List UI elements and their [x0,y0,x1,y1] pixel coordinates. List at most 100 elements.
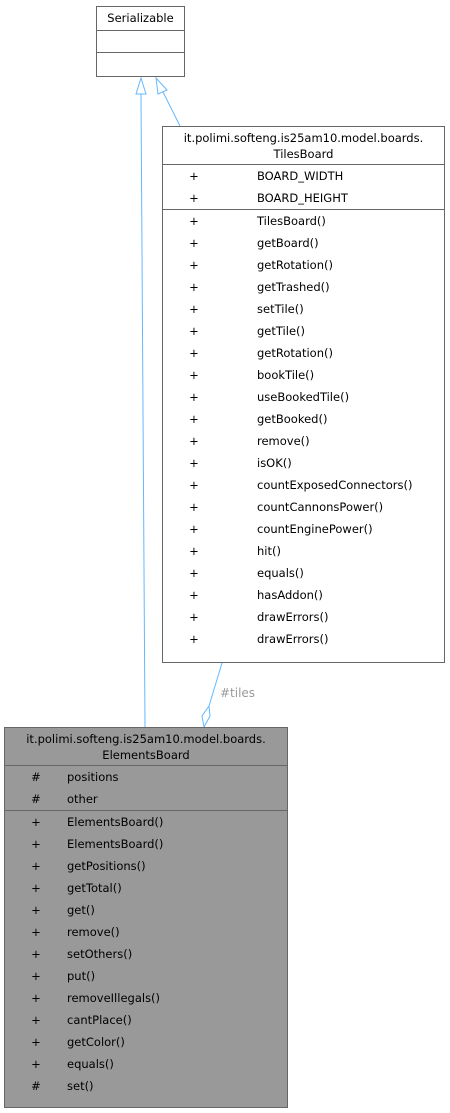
attributes-section [97,30,184,52]
method-row[interactable]: +drawErrors() [163,606,444,628]
method-row[interactable]: #set() [5,1075,287,1097]
visibility-marker: + [189,610,199,624]
method-name: drawErrors() [257,632,329,646]
attributes-section: #positions#other [5,765,287,810]
attribute-row[interactable]: #positions [5,766,287,788]
method-row[interactable]: + bookTile() [163,364,444,386]
visibility-marker: + [189,280,199,294]
method-row[interactable]: +getTrashed() [163,276,444,298]
method-row[interactable]: + setTile() [163,298,444,320]
visibility-marker: + [189,346,199,360]
method-row[interactable]: +getTotal() [5,877,287,899]
method-row[interactable]: + cantPlace() [5,1009,287,1031]
class-package: it.polimi.softeng.is25am10.model.boards. [183,131,424,145]
method-row[interactable]: +get() [5,899,287,921]
class-name: Serializable [107,11,174,25]
method-row[interactable]: + hit() [163,540,444,562]
visibility-marker: + [189,544,199,558]
method-row[interactable]: +put() [5,965,287,987]
attribute-name: BOARD_WIDTH [257,169,344,183]
tiles-board-class[interactable]: it.polimi.softeng.is25am10.model.boards.… [162,126,445,663]
visibility-marker: + [189,434,199,448]
class-package: it.polimi.softeng.is25am10.model.boards. [26,732,266,746]
method-row[interactable]: + countExposedConnectors() [163,474,444,496]
association-label: #tiles [220,686,256,700]
method-row[interactable]: +equals() [163,562,444,584]
method-name: getBoard() [257,236,319,250]
method-name: useBookedTile() [257,390,350,404]
method-row[interactable]: +remove() [5,921,287,943]
method-name: bookTile() [257,368,315,382]
method-row[interactable]: +hasAddon() [163,584,444,606]
visibility-marker: + [189,191,199,205]
visibility-marker: + [189,368,199,382]
method-row[interactable]: +countEnginePower() [163,518,444,540]
method-name: countExposedConnectors() [257,478,413,492]
visibility-marker: + [189,632,199,646]
methods-section [97,52,184,74]
method-name: getRotation() [257,258,333,272]
class-title: TilesBoard [273,147,334,161]
methods-section: +TilesBoard()+getBoard()+getRotation()+g… [163,209,444,650]
visibility-marker: # [31,770,41,784]
visibility-marker: + [189,302,199,316]
aggregation-diamond [201,704,211,729]
visibility-marker: + [31,969,41,983]
attribute-row[interactable]: + BOARD_WIDTH [163,165,444,187]
method-row[interactable]: +TilesBoard() [163,210,444,232]
elements-board-class[interactable]: it.polimi.softeng.is25am10.model.boards.… [4,727,288,1108]
method-name: setOthers() [67,947,133,961]
method-row[interactable]: +getColor() [5,1031,287,1053]
visibility-marker: + [189,412,199,426]
method-row[interactable]: +getPositions() [5,855,287,877]
method-row[interactable]: +ElementsBoard() [5,833,287,855]
method-row[interactable]: +getTile() [163,320,444,342]
method-name: cantPlace() [67,1013,132,1027]
visibility-marker: + [31,991,41,1005]
attribute-row[interactable]: #other [5,788,287,810]
method-name: ElementsBoard() [67,815,164,829]
method-name: remove() [257,434,310,448]
method-name: removeIllegals() [67,991,161,1005]
visibility-marker: + [189,500,199,514]
method-row[interactable]: + removeIllegals() [5,987,287,1009]
visibility-marker: + [189,169,199,183]
visibility-marker: + [189,478,199,492]
serializable-class[interactable]: Serializable [96,6,185,77]
visibility-marker: + [31,1057,41,1071]
tiles-association-edge [208,662,223,707]
method-row[interactable]: +getBooked() [163,408,444,430]
method-row[interactable]: + drawErrors() [163,628,444,650]
method-name: setTile() [257,302,304,316]
generalization-arrowhead-left [135,76,147,95]
visibility-marker: + [189,258,199,272]
method-name: countCannonsPower() [257,500,384,514]
method-row[interactable]: + getRotation() [163,254,444,276]
visibility-marker: + [31,815,41,829]
method-row[interactable]: + setOthers() [5,943,287,965]
method-row[interactable]: + equals() [5,1053,287,1075]
attribute-row[interactable]: + BOARD_HEIGHT [163,187,444,209]
class-name: it.polimi.softeng.is25am10.model.boards.… [5,728,287,765]
elements-to-serializable-edge [140,93,146,728]
method-name: hit() [257,544,281,558]
method-row[interactable]: + ElementsBoard() [5,811,287,833]
visibility-marker: + [31,1013,41,1027]
attribute-name: BOARD_HEIGHT [257,191,348,205]
method-row[interactable]: +getBoard() [163,232,444,254]
visibility-marker: + [189,456,199,470]
method-row[interactable]: + remove() [163,430,444,452]
method-name: ElementsBoard() [67,837,164,851]
visibility-marker: # [31,792,41,806]
method-row[interactable]: + countCannonsPower() [163,496,444,518]
visibility-marker: + [31,881,41,895]
method-row[interactable]: +useBookedTile() [163,386,444,408]
method-name: isOK() [257,456,292,470]
visibility-marker: + [189,214,199,228]
visibility-marker: # [31,1079,41,1093]
method-name: equals() [67,1057,114,1071]
method-row[interactable]: +getRotation() [163,342,444,364]
visibility-marker: + [31,947,41,961]
method-row[interactable]: + isOK() [163,452,444,474]
